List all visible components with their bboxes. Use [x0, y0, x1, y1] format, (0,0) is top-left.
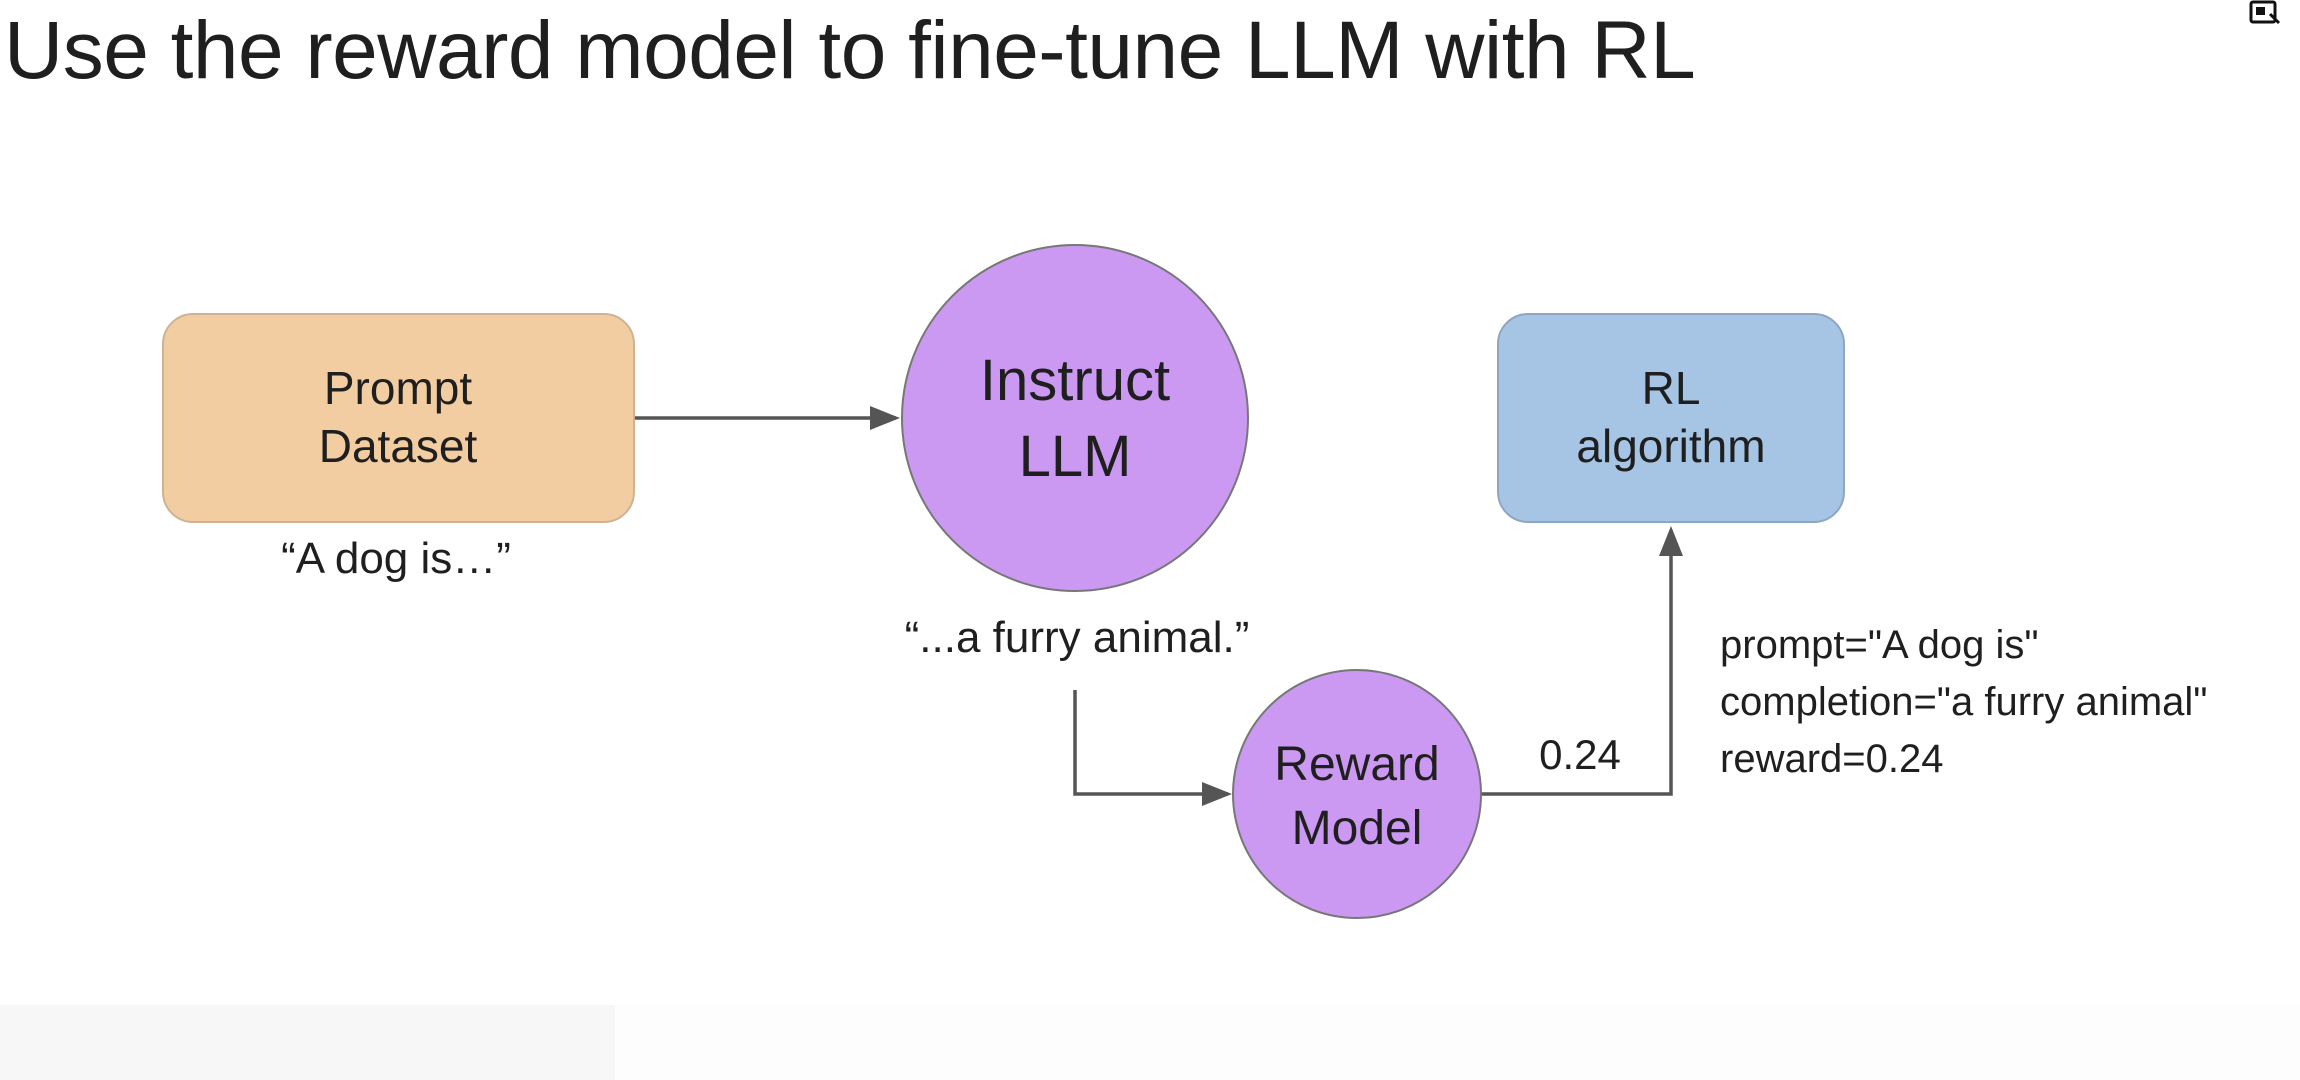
instruct-llm-circle: Instruct LLM [901, 244, 1249, 592]
bottom-band-left [0, 1005, 615, 1080]
slide-title: Use the reward model to fine-tune LLM wi… [4, 5, 1696, 96]
reward-model-label-line2: Model [1292, 802, 1423, 855]
reward-model-label-line1: Reward [1274, 738, 1439, 791]
completion-example: “...a furry animal.” [905, 613, 1250, 662]
rl-algorithm-label-line2: algorithm [1576, 420, 1765, 472]
arrow-reward-to-rl [1480, 526, 1683, 796]
detail-completion: completion="a furry animal" [1720, 680, 2208, 724]
rl-algorithm-box: RL algorithm [1497, 313, 1845, 523]
arrow-completion-to-reward [1073, 690, 1232, 806]
prompt-dataset-label-line1: Prompt [324, 362, 472, 414]
picture-in-picture-icon[interactable] [2248, 0, 2282, 26]
detail-reward: reward=0.24 [1720, 737, 1943, 781]
prompt-dataset-label-line2: Dataset [319, 420, 478, 472]
reward-model-circle: Reward Model [1232, 669, 1482, 919]
detail-prompt: prompt="A dog is" [1720, 623, 2039, 667]
rl-algorithm-label-line1: RL [1642, 362, 1701, 414]
instruct-llm-label-line2: LLM [1019, 424, 1132, 489]
reward-value-label: 0.24 [1539, 731, 1621, 778]
prompt-dataset-box: Prompt Dataset [162, 313, 635, 523]
instruct-llm-label-line1: Instruct [980, 348, 1170, 413]
bottom-band-right [615, 1005, 2300, 1080]
prompt-example: “A dog is…” [281, 534, 511, 583]
